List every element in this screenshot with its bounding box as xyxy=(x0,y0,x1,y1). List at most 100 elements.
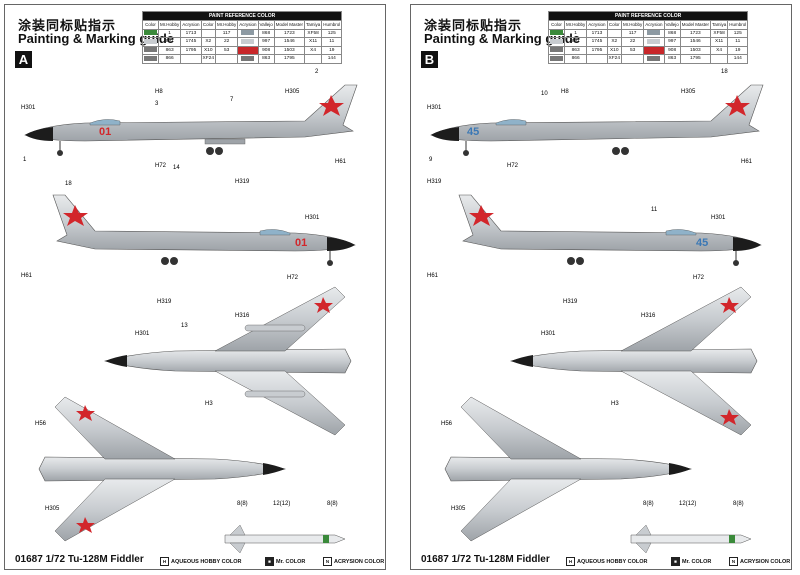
callout: 13 xyxy=(181,323,188,329)
cell: XF24 xyxy=(606,54,623,64)
cell: 866 xyxy=(563,54,588,64)
legend-mark: ■ xyxy=(671,557,680,566)
cell: 1503 xyxy=(273,45,305,55)
color-swatch xyxy=(241,38,255,44)
red-star xyxy=(76,517,95,533)
cell: 1745 xyxy=(586,37,608,47)
table-row: 866 XF24 863 1795 144 xyxy=(548,54,749,64)
table-row: 991 1745 X2 22 997 1546 X11 11 xyxy=(548,37,749,47)
ordnance-label: 12(12) xyxy=(273,501,290,507)
col-header: Acrysion xyxy=(180,20,202,30)
color-code: H319 xyxy=(563,299,578,305)
cell xyxy=(620,54,645,64)
cell: 866 xyxy=(157,54,182,64)
color-code: H61 xyxy=(427,273,439,279)
side-view-right: 01 xyxy=(52,194,356,266)
color-code: H61 xyxy=(741,159,753,165)
color-swatch xyxy=(647,47,661,53)
cell: 1723 xyxy=(273,28,305,38)
cell: X10 xyxy=(606,45,623,55)
cell: 1795 xyxy=(180,45,202,55)
cell: 19 xyxy=(727,45,749,55)
color-code: H305 xyxy=(451,506,466,512)
legend-mr-color: ■Mr. COLOR xyxy=(265,557,305,566)
col-header: Model Master xyxy=(273,20,305,30)
cell xyxy=(606,28,623,38)
color-swatch xyxy=(550,38,563,44)
bottom-view xyxy=(38,396,287,542)
radome xyxy=(431,127,459,141)
color-swatch xyxy=(647,38,661,44)
color-code: H8 xyxy=(561,89,569,95)
legend-label: AQUEOUS HOBBY COLOR xyxy=(577,558,648,565)
cell xyxy=(200,28,217,38)
color-code: H301 xyxy=(541,331,556,337)
color-swatch xyxy=(144,30,157,36)
color-code: H61 xyxy=(21,273,33,279)
col-header: Mr.Hobby xyxy=(620,20,645,30)
table-row: 863 1795 X10 53 908 1503 X4 19 xyxy=(548,45,749,55)
table-row: 1 1713 117 868 1723 XF58 125 xyxy=(548,28,749,38)
color-code: H3 xyxy=(611,401,619,407)
cell: 868 xyxy=(257,28,275,38)
legend-mark: N xyxy=(323,557,332,566)
missile-detail xyxy=(630,524,752,554)
col-header: Model Master xyxy=(679,20,711,30)
cell: 11 xyxy=(321,37,343,47)
callout: 14 xyxy=(173,165,180,171)
cell xyxy=(303,54,323,64)
legend-mark: H xyxy=(160,557,169,566)
table-caption: PAINT REFERENCE COLOR xyxy=(141,11,343,21)
cell: 868 xyxy=(663,28,681,38)
col-header: Acrysion xyxy=(643,20,665,30)
color-code: H72 xyxy=(693,275,705,281)
cell: X4 xyxy=(709,45,729,55)
cell: 144 xyxy=(727,54,749,64)
legend-mr-color: ■Mr. COLOR xyxy=(671,557,711,566)
col-header: Tamiya xyxy=(303,20,323,30)
top-view xyxy=(509,286,758,436)
table-row: 1 1713 117 868 1723 XF58 125 xyxy=(142,28,343,38)
col-header: Acrysion xyxy=(586,20,608,30)
radome xyxy=(25,127,53,141)
table-row: 991 1745 X2 22 997 1546 X11 11 xyxy=(142,37,343,47)
legend-label: Mr. COLOR xyxy=(682,558,712,565)
cell: 125 xyxy=(321,28,343,38)
product-code: 01687 1/72 Tu-128M Fiddler xyxy=(421,554,550,565)
cell: XF58 xyxy=(709,28,729,38)
cell: X11 xyxy=(303,37,323,47)
col-header: Mr.Hobby xyxy=(157,20,182,30)
col-header: Vallejo xyxy=(663,20,681,30)
bottom-view xyxy=(444,396,693,542)
color-code: H319 xyxy=(235,179,250,185)
color-code: H72 xyxy=(287,275,299,281)
title-chinese: 涂装同标贴指示 xyxy=(18,18,117,33)
callout: 10 xyxy=(541,91,548,97)
red-star xyxy=(720,297,739,313)
col-header: Mr.Hobby xyxy=(214,20,239,30)
color-swatch xyxy=(550,55,563,61)
cell: 908 xyxy=(663,45,681,55)
cell: 1 xyxy=(157,28,182,38)
color-code: H319 xyxy=(157,299,172,305)
callout: 18 xyxy=(65,181,72,187)
radome xyxy=(669,463,691,475)
color-code: H319 xyxy=(427,179,442,185)
callout: 3 xyxy=(155,101,159,107)
col-header: Acrysion xyxy=(237,20,259,30)
cell: 1713 xyxy=(180,28,202,38)
color-code: H305 xyxy=(45,506,60,512)
title-english: Painting & Marking guide xyxy=(424,31,581,46)
cell: 997 xyxy=(257,37,275,47)
ordnance-label: 8(8) xyxy=(327,501,338,507)
col-header: Humbrol xyxy=(727,20,749,30)
cell: 863 xyxy=(563,45,588,55)
cell: 117 xyxy=(620,28,645,38)
color-code: H301 xyxy=(135,331,150,337)
table-row: 866 XF24 863 1795 144 xyxy=(142,54,343,64)
canopy xyxy=(259,229,291,236)
color-code: H316 xyxy=(235,313,250,319)
product-code: 01687 1/72 Tu-128M Fiddler xyxy=(15,554,144,565)
